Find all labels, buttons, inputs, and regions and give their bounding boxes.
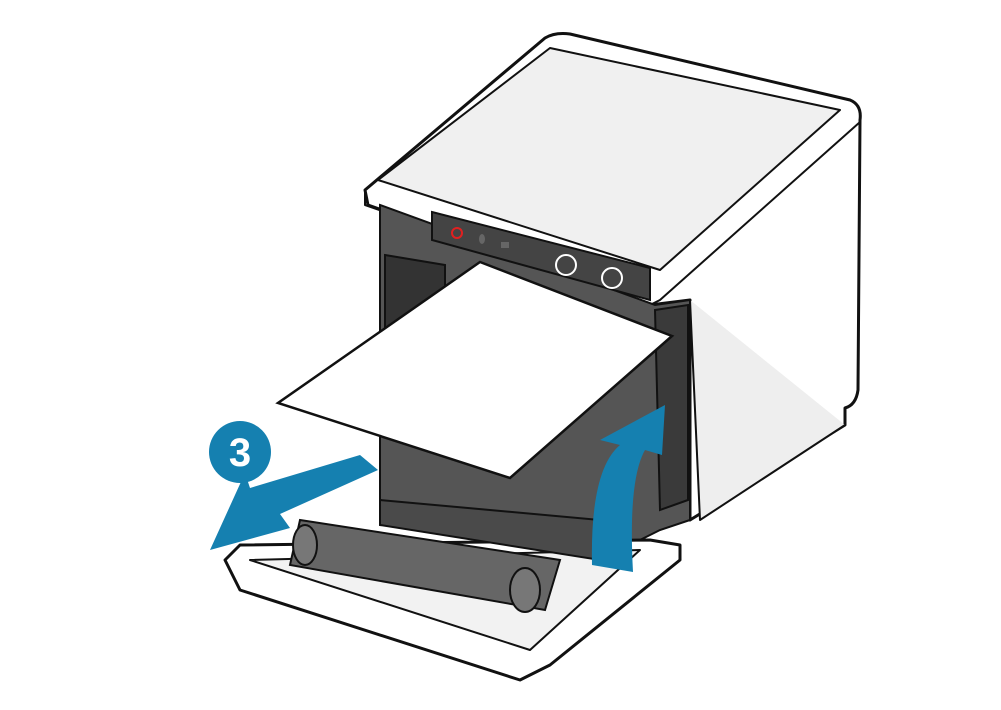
error-led-icon (451, 227, 463, 239)
control-panel (431, 210, 651, 302)
pull-paper-arrow (210, 455, 378, 550)
network-icon (501, 242, 509, 248)
power-button-icon[interactable] (601, 267, 623, 289)
bluetooth-icon (479, 234, 485, 244)
feed-button-icon[interactable] (555, 254, 577, 276)
step-badge: 3 (209, 421, 271, 483)
platen-roller (288, 498, 601, 613)
close-cover-arrow (591, 405, 665, 572)
paper-sheet (275, 260, 675, 480)
step-number: 3 (229, 431, 251, 475)
